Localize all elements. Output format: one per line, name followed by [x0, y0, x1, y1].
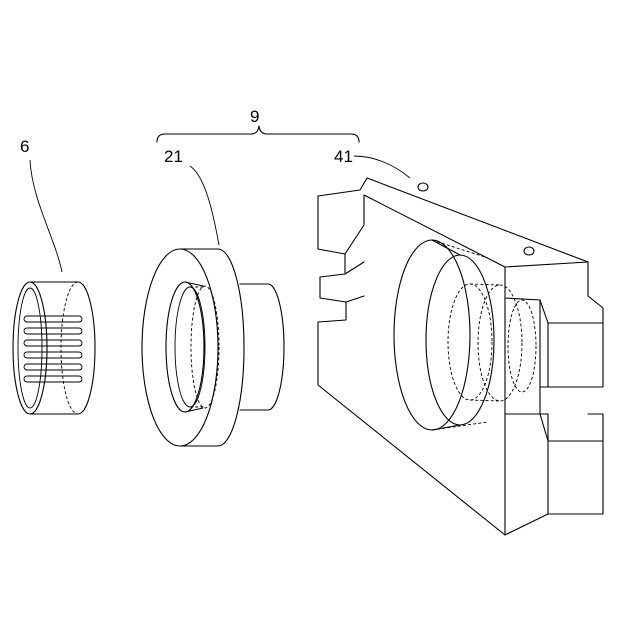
top-hole-front	[418, 183, 428, 191]
leader-line-41	[354, 156, 410, 178]
label-housing-41: 41	[334, 147, 353, 166]
cap-slots	[24, 316, 82, 382]
label-assembly-9: 9	[250, 107, 259, 126]
leader-line-21	[190, 166, 219, 245]
housing-part-41	[318, 178, 603, 535]
label-cap-6: 6	[20, 137, 29, 156]
top-hole-rear	[524, 247, 534, 255]
cap-part-6	[13, 282, 95, 414]
assembly-brace	[157, 126, 359, 142]
label-sleeve-21: 21	[164, 147, 183, 166]
sleeve-part-21	[142, 249, 284, 446]
leader-line-6	[30, 160, 62, 272]
